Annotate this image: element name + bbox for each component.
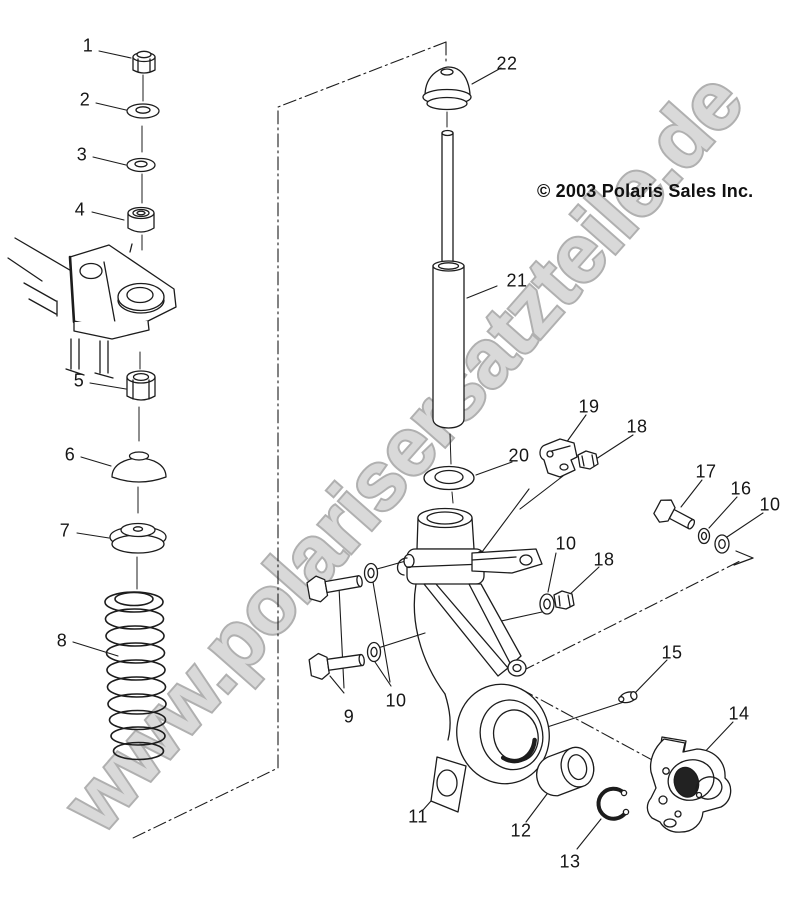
part-1-lock-nut bbox=[132, 50, 156, 74]
part-17-bolt bbox=[653, 499, 696, 530]
part-20-washer bbox=[423, 465, 475, 491]
callout-3: 3 bbox=[76, 144, 88, 165]
callout-11: 11 bbox=[408, 806, 428, 827]
copyright-notice: © 2003 Polaris Sales Inc. bbox=[537, 181, 754, 201]
part-13-snap-ring bbox=[596, 786, 630, 821]
callout-4: 4 bbox=[74, 199, 86, 220]
part-22-bumper-cap bbox=[422, 66, 472, 111]
part-10-washer-bolt-lower bbox=[366, 641, 382, 663]
part-3-washer bbox=[126, 157, 156, 173]
part-19-clamp bbox=[539, 438, 578, 478]
callout-10-mid: 10 bbox=[555, 533, 577, 554]
callout-17: 17 bbox=[695, 461, 717, 482]
callout-7: 7 bbox=[59, 520, 71, 541]
phantom-arrowhead bbox=[733, 550, 754, 566]
part-15-fitting bbox=[618, 691, 638, 704]
callout-12: 12 bbox=[510, 820, 532, 841]
callout-10-right: 10 bbox=[759, 494, 781, 515]
callout-9: 9 bbox=[343, 706, 355, 727]
callout-18-lower: 18 bbox=[593, 549, 615, 570]
part-6-dome-cap bbox=[111, 451, 167, 483]
axis-centerlines bbox=[136, 74, 454, 590]
part-18-nut-lower bbox=[553, 590, 575, 610]
phantom-boundary-line bbox=[132, 41, 743, 839]
callout-18-upper: 18 bbox=[626, 416, 648, 437]
callout-10-bolts: 10 bbox=[385, 690, 407, 711]
part-10-washer-mid bbox=[539, 593, 555, 615]
callout-16: 16 bbox=[730, 478, 752, 499]
strut-mount-bracket bbox=[7, 237, 177, 379]
callout-5: 5 bbox=[73, 370, 85, 391]
part-7-retainer-cup bbox=[109, 522, 167, 554]
callout-15: 15 bbox=[661, 642, 683, 663]
callout-20: 20 bbox=[508, 445, 530, 466]
watermark-text: www.polarisersatzteile.de bbox=[46, 57, 759, 849]
part-9-bolt-lower bbox=[308, 652, 365, 680]
callout-13: 13 bbox=[559, 851, 581, 872]
part-14-brake-caliper bbox=[646, 736, 732, 833]
callout-1: 1 bbox=[82, 35, 94, 56]
part-5-nut bbox=[126, 370, 156, 401]
part-4-bushing bbox=[127, 206, 155, 233]
callout-22: 22 bbox=[496, 53, 518, 74]
callout-14: 14 bbox=[728, 703, 750, 724]
part-16-washer bbox=[697, 527, 711, 545]
part-10-washer-right bbox=[714, 534, 730, 554]
callout-19: 19 bbox=[578, 396, 600, 417]
part-8-coil-spring bbox=[104, 591, 167, 761]
callout-2: 2 bbox=[79, 89, 91, 110]
part-9-bolt-upper bbox=[306, 575, 363, 603]
callout-6: 6 bbox=[64, 444, 76, 465]
part-2-washer bbox=[126, 103, 160, 119]
part-11-strut-knuckle bbox=[396, 507, 550, 813]
callout-21: 21 bbox=[506, 270, 528, 291]
part-10-washer-bolt-upper bbox=[363, 562, 379, 584]
part-12-bushing bbox=[536, 746, 595, 797]
part-21-strut-cartridge bbox=[432, 129, 465, 429]
callout-8: 8 bbox=[56, 630, 68, 651]
part-18-nut-upper bbox=[577, 450, 599, 470]
